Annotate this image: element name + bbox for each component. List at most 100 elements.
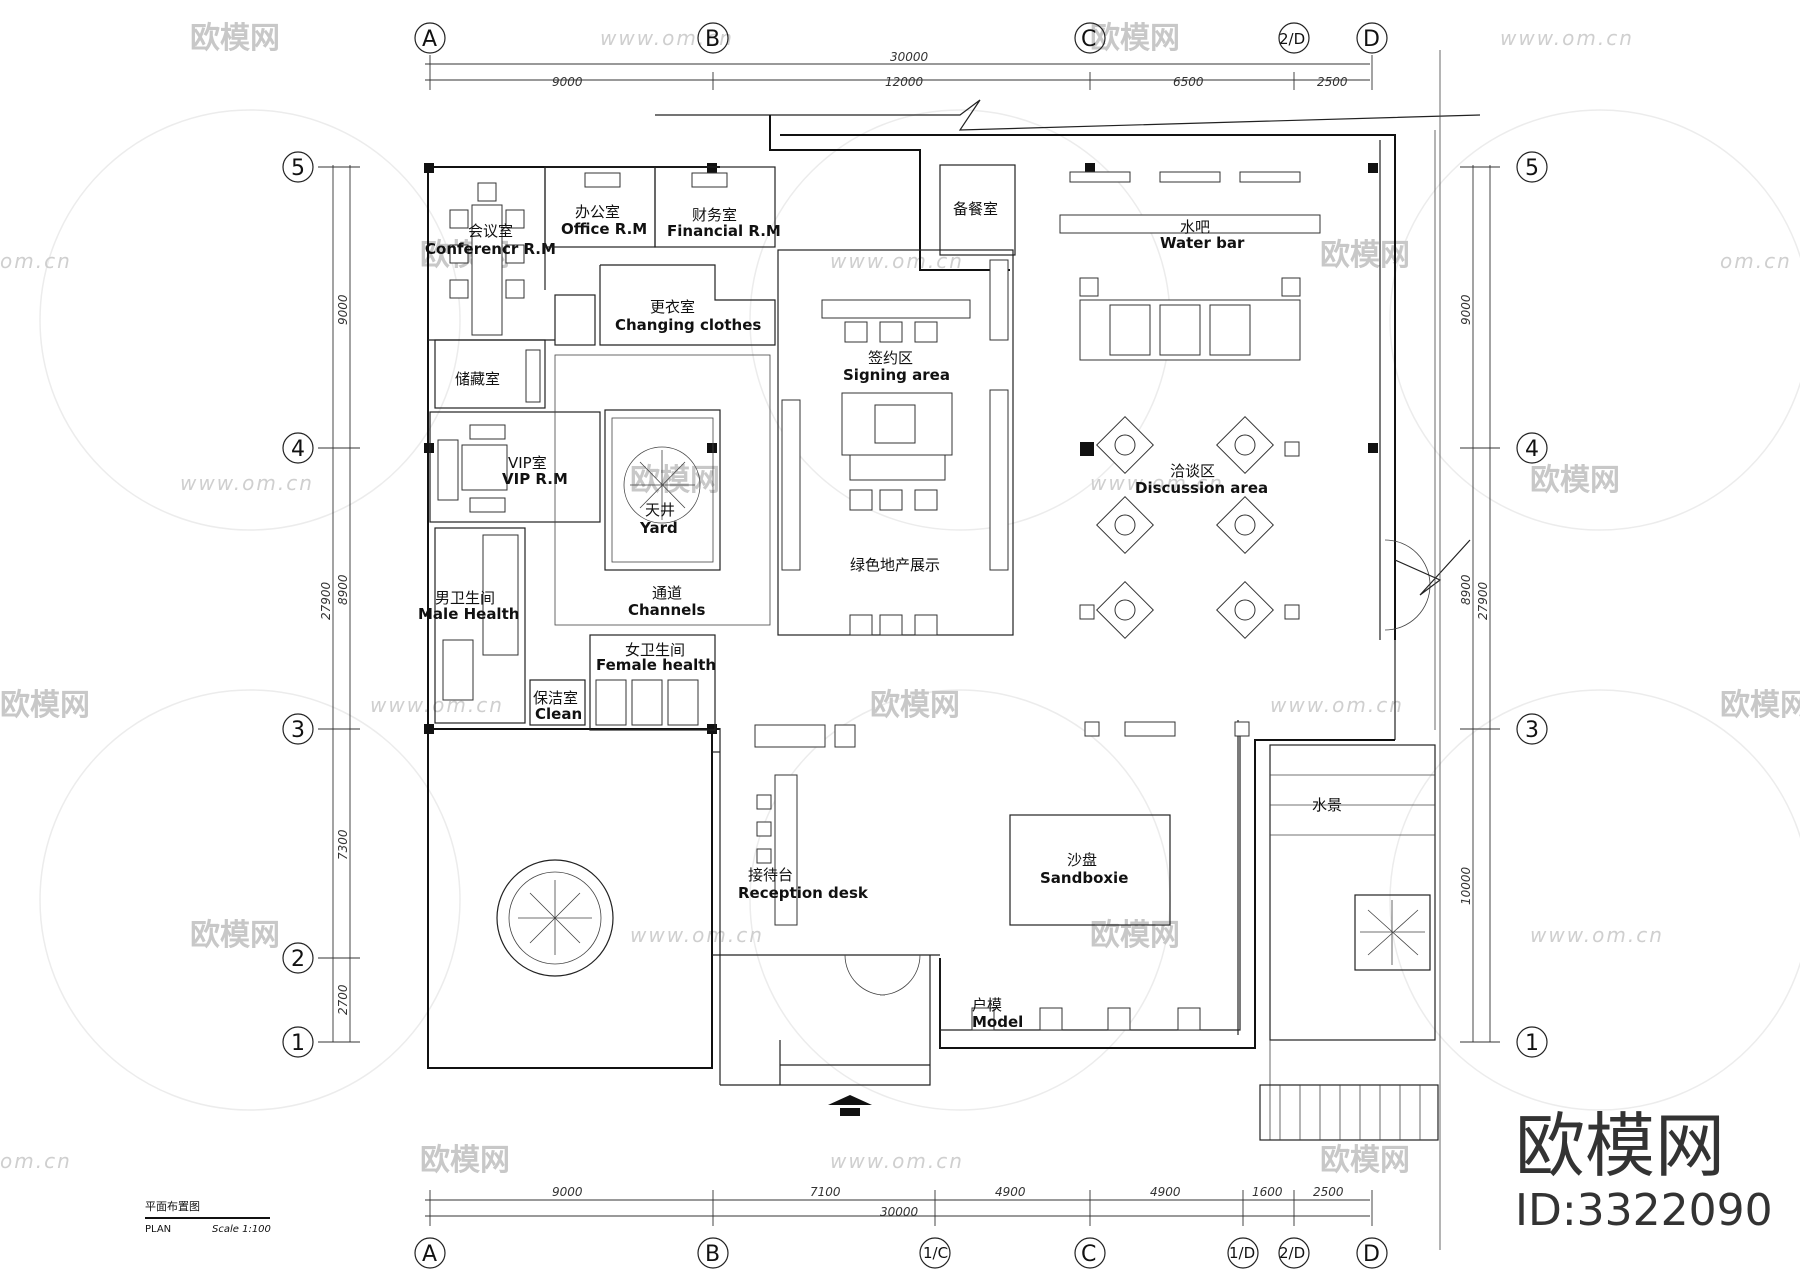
dim-left-seg: 8900	[336, 574, 350, 605]
dim-right-seg: 8900	[1459, 574, 1473, 605]
room-label-cn: 洽谈区	[1170, 462, 1215, 480]
structural-columns	[424, 163, 1378, 734]
dim-top-seg: 12000	[885, 75, 924, 89]
room-label-cn: 水吧	[1180, 218, 1210, 236]
watermark-logo: 欧模网	[190, 918, 280, 953]
watermark-logo: 欧模网	[1090, 21, 1180, 56]
dim-bottom-seg: 2500	[1313, 1185, 1344, 1199]
axis-label-left: 2	[291, 947, 305, 972]
watermark-layer: 欧模网 欧模网 www.om.cn www.om.cn 欧模网 欧模网 om.c…	[0, 21, 1800, 1178]
office-rooms: 办公室 Office R.M 财务室 Financial R.M	[544, 166, 781, 248]
room-label-en: Changing clothes	[615, 316, 761, 334]
watermark-url: www.om.cn	[1090, 471, 1224, 495]
right-axis: 9000 8900 10000 27900 5 4 3 1	[1459, 151, 1548, 1058]
room-label-cn: 接待台	[748, 866, 793, 884]
dim-left-total: 27900	[319, 581, 333, 620]
watermark-url: www.om.cn	[370, 693, 504, 717]
axis-label-left: 1	[291, 1031, 305, 1056]
changing-storage: 更衣室 Changing clothes 储藏室	[434, 264, 776, 409]
room-label-en: Water bar	[1160, 234, 1245, 252]
room-label-en: Model	[972, 1013, 1023, 1031]
watermark-url: om.cn	[0, 1149, 72, 1173]
watermark-logo: 欧模网	[420, 1143, 510, 1178]
room-label-cn: 户模	[972, 996, 1002, 1014]
watermark-logo: 欧模网	[1320, 238, 1410, 273]
brand-id: ID:3322090	[1515, 1185, 1773, 1236]
room-label-cn: 沙盘	[1067, 851, 1097, 869]
watermark-logo: 欧模网	[1720, 688, 1800, 723]
dim-bottom-seg: 9000	[552, 1185, 583, 1199]
drawing-title-en: PLAN	[145, 1224, 171, 1235]
axis-label-top: C	[1081, 27, 1096, 52]
dim-bottom-seg: 4900	[995, 1185, 1026, 1199]
dim-top-total: 30000	[890, 50, 929, 64]
drawing-scale: Scale 1:100	[212, 1224, 271, 1235]
dim-top-seg: 2500	[1317, 75, 1348, 89]
lobby: 接待台 Reception desk 沙盘 Sandboxie 户模 Model	[738, 721, 1250, 1116]
room-label-cn: 备餐室	[953, 200, 998, 218]
room-label-cn: 签约区	[868, 349, 913, 367]
female-washroom: 女卫生间 Female health 保洁室 Clean	[529, 634, 716, 731]
room-label-en: Conferencr R.M	[425, 240, 556, 258]
dim-left-seg: 9000	[336, 294, 350, 325]
axis-label-right: 5	[1525, 156, 1539, 181]
axis-label-top: D	[1363, 27, 1380, 52]
vip-room: VIP室 VIP R.M	[429, 411, 601, 523]
axis-label-right: 3	[1525, 718, 1539, 743]
title-block: 平面布置图 PLAN Scale 1:100	[145, 1200, 271, 1235]
watermark-url: www.om.cn	[1270, 693, 1404, 717]
room-label-cn: 水景	[1312, 796, 1342, 814]
watermark-url: www.om.cn	[1530, 923, 1664, 947]
conference-room: 会议室 Conferencr R.M	[425, 167, 556, 341]
room-label-cn: VIP室	[508, 454, 547, 472]
male-washroom: 男卫生间 Male Health	[418, 527, 526, 724]
left-axis: 9000 8900 7300 2700 27900 5 4 3 2 1	[282, 151, 360, 1058]
dim-bottom-total: 30000	[880, 1205, 919, 1219]
axis-label-bottom: C	[1081, 1242, 1096, 1267]
watermark-logo: 欧模网	[870, 688, 960, 723]
axis-label-bottom: 1/C	[923, 1244, 948, 1262]
room-label-cn: 更衣室	[650, 298, 695, 316]
drawing-title-cn: 平面布置图	[145, 1200, 200, 1213]
watermark-logo: 欧模网	[0, 688, 90, 723]
dim-top-seg: 6500	[1173, 75, 1204, 89]
axis-label-right: 4	[1525, 437, 1539, 462]
room-label-cn: 财务室	[692, 206, 737, 224]
watermark-url: om.cn	[1720, 249, 1792, 273]
axis-label-bottom: 2/D	[1279, 1244, 1305, 1262]
signing-area: 签约区 Signing area 绿色地产展示	[777, 249, 1014, 636]
axis-label-bottom: B	[705, 1242, 720, 1267]
dim-top-seg: 9000	[552, 75, 583, 89]
room-label-en: Clean	[535, 705, 582, 723]
axis-label-top: 2/D	[1279, 30, 1305, 48]
room-label-en: Yard	[639, 519, 678, 537]
dim-right-seg: 10000	[1459, 866, 1473, 905]
watermark-url: www.om.cn	[600, 26, 734, 50]
watermark-logo: 欧模网	[630, 463, 720, 498]
watermark-url: www.om.cn	[180, 471, 314, 495]
bottom-dimension-chain: 9000 7100 4900 4900 1600 2500 30000	[425, 1185, 1373, 1226]
channels: 通道 Channels	[554, 354, 771, 626]
room-label-cn: 绿色地产展示	[850, 556, 940, 574]
sw-courtyard	[496, 859, 614, 977]
top-axis-bubbles: A B C 2/D D	[414, 22, 1388, 54]
room-label-cn: 通道	[652, 584, 682, 602]
axis-label-left: 3	[291, 718, 305, 743]
room-label-en: Signing area	[843, 366, 950, 384]
axis-label-top: A	[422, 27, 437, 52]
yard: 天井 Yard	[604, 409, 721, 571]
dim-right-total: 27900	[1476, 581, 1490, 620]
room-label-cn: 会议室	[468, 222, 513, 240]
dim-left-seg: 2700	[336, 984, 350, 1015]
discussion-area: 洽谈区 Discussion area	[1079, 416, 1300, 639]
room-label-cn: 储藏室	[455, 370, 500, 388]
room-label-en: Reception desk	[738, 884, 869, 902]
room-label-cn: 办公室	[575, 203, 620, 221]
dim-left-seg: 7300	[336, 829, 350, 860]
room-label-en: VIP R.M	[502, 470, 568, 488]
room-label-en: Discussion area	[1135, 479, 1268, 497]
room-label-cn: 天井	[645, 501, 675, 519]
dim-bottom-seg: 4900	[1150, 1185, 1181, 1199]
room-label-en: Male Health	[418, 605, 519, 623]
